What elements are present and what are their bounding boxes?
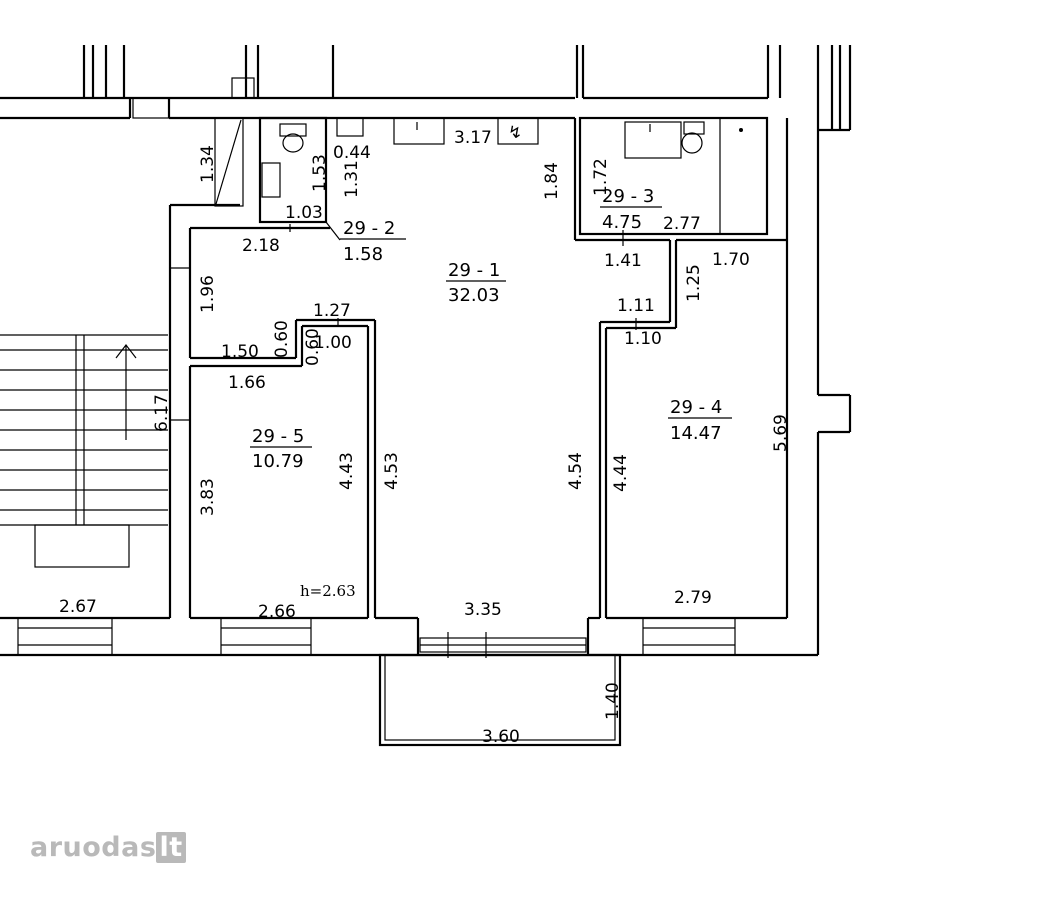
toilet-icon (282, 133, 304, 153)
dim-label: 1.41 (604, 251, 642, 271)
room-29-5-area: 10.79 (252, 451, 304, 472)
dim-label: 1.70 (712, 250, 750, 270)
dim-label: 2.67 (59, 597, 97, 617)
room-29-3-name: 29 - 3 (602, 186, 654, 207)
ceiling-height-label: h=2.63 (300, 582, 356, 600)
windows (17, 117, 736, 658)
room-29-4-area: 14.47 (670, 423, 722, 444)
dim-label: 2.66 (258, 602, 296, 622)
dim-label: 3.60 (482, 727, 520, 747)
room-29-2-area: 1.58 (343, 244, 383, 265)
dimension-ticks (170, 224, 637, 421)
dim-label: 2.77 (663, 214, 701, 234)
dim-label: 1.50 (221, 342, 259, 362)
room-29-2-name: 29 - 2 (343, 218, 395, 239)
dim-label: 4.44 (611, 454, 631, 492)
dim-label: 2.79 (674, 588, 712, 608)
dim-label: 0.44 (333, 143, 371, 163)
svg-text:↯: ↯ (508, 123, 522, 143)
dim-label: 1.34 (198, 145, 218, 183)
dim-label: 3.17 (454, 128, 492, 148)
toilet-icon (681, 132, 703, 154)
dim-label: 1.66 (228, 373, 266, 393)
stove-icon (497, 117, 539, 145)
dim-label: 1.72 (591, 158, 611, 196)
dim-label: 4.54 (566, 452, 586, 490)
dim-label: 1.11 (617, 296, 655, 316)
dimension-labels: 0.44 3.17 1.03 2.18 2.77 1.41 1.70 1.27 … (59, 128, 791, 747)
balcony (378, 653, 622, 747)
dim-label: 1.27 (313, 301, 351, 321)
dim-label: 0.60 (272, 320, 292, 358)
dim-label: 1.00 (314, 333, 352, 353)
room-29-5-name: 29 - 5 (252, 426, 304, 447)
dim-label: 3.83 (198, 478, 218, 516)
dim-label: 1.03 (285, 203, 323, 223)
sink-icon (261, 162, 281, 198)
dim-label: 1.25 (684, 264, 704, 302)
logo-suffix: lt (156, 832, 186, 863)
room-29-4-name: 29 - 4 (670, 397, 722, 418)
dim-label: 1.40 (603, 682, 623, 720)
staircase (0, 334, 168, 568)
dim-label: 1.96 (198, 275, 218, 313)
dim-label: 2.18 (242, 236, 280, 256)
dim-label: 1.31 (342, 160, 362, 198)
logo-text: aruodas (30, 832, 157, 863)
room-29-3-area: 4.75 (602, 212, 642, 233)
dim-label: 6.17 (152, 394, 172, 432)
room-labels: 29 - 2 1.58 29 - 1 32.03 29 - 3 4.75 29 … (250, 186, 732, 472)
dim-label: 1.84 (542, 162, 562, 200)
dim-label: 4.43 (337, 452, 357, 490)
dim-label: 1.10 (624, 329, 662, 349)
dim-label: 5.69 (771, 414, 791, 452)
room-29-1-area: 32.03 (448, 285, 500, 306)
dim-label: 1.53 (310, 154, 330, 192)
dim-label: 0.60 (303, 328, 323, 366)
dim-label: 4.53 (382, 452, 402, 490)
room-29-1-name: 29 - 1 (448, 260, 500, 281)
room-29-3-walls (578, 116, 769, 236)
dim-label: 3.35 (464, 600, 502, 620)
